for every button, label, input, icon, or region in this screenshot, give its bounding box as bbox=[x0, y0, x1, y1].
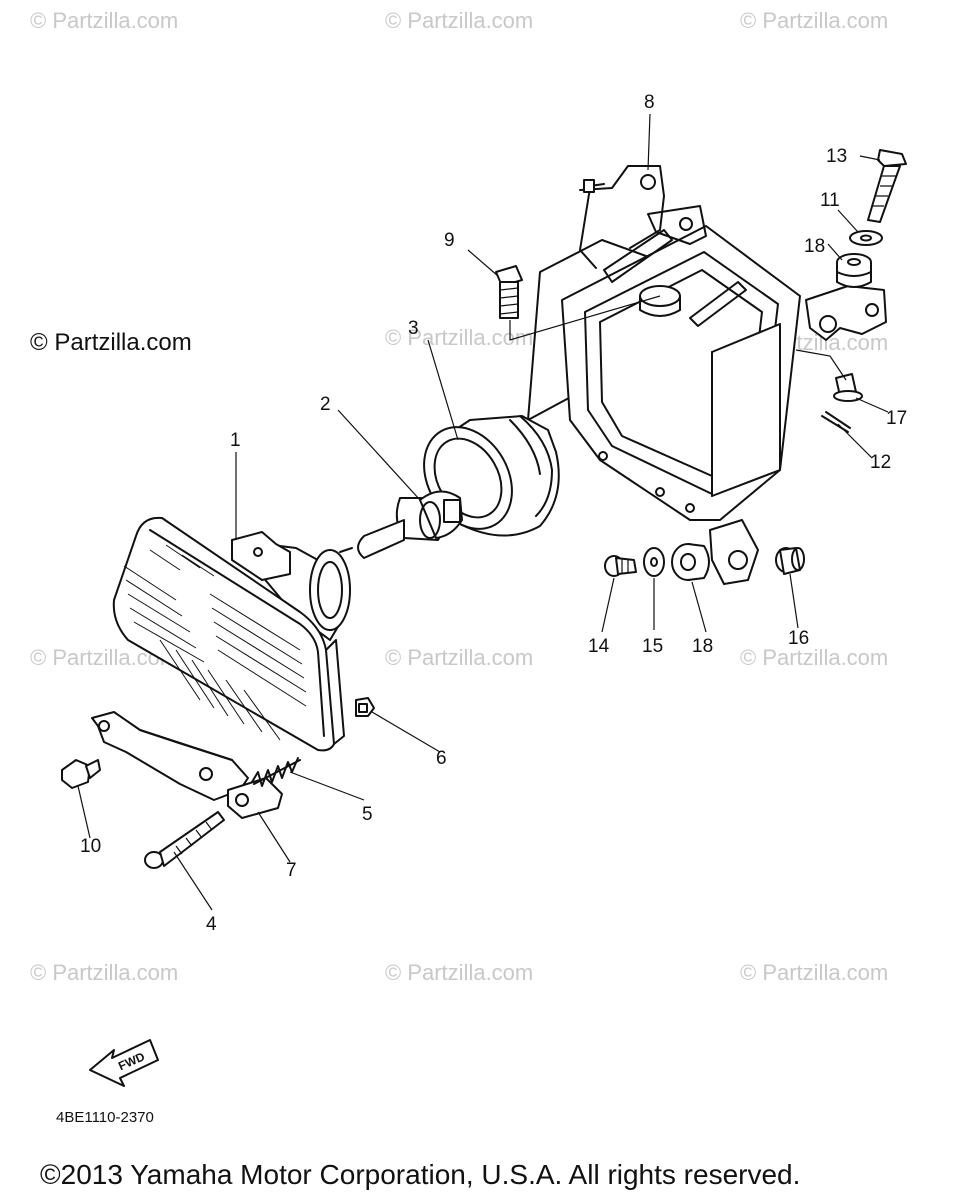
collar-16 bbox=[775, 547, 805, 575]
nut-6 bbox=[355, 697, 375, 717]
callout-7: 7 bbox=[286, 860, 297, 881]
grommet-18-bottom bbox=[671, 543, 710, 581]
washer-11 bbox=[849, 230, 883, 246]
callout-9: 9 bbox=[444, 230, 455, 251]
callout-5: 5 bbox=[362, 804, 373, 825]
bolt-10 bbox=[61, 759, 101, 789]
watermark: © Partzilla.com bbox=[30, 8, 178, 33]
callout-14: 14 bbox=[588, 636, 610, 657]
washer-15 bbox=[643, 547, 665, 577]
headlight-unit-1 bbox=[112, 516, 351, 752]
watermark: © Partzilla.com bbox=[30, 960, 178, 985]
callout-11: 11 bbox=[820, 190, 840, 211]
callout-4: 4 bbox=[206, 914, 217, 935]
callout-labels: 1 2 3 4 5 6 7 8 9 10 11 12 13 14 15 16 1… bbox=[80, 92, 907, 935]
callout-13: 13 bbox=[826, 146, 847, 167]
callout-1: 1 bbox=[230, 430, 241, 451]
callout-2: 2 bbox=[320, 394, 331, 415]
watermark: © Partzilla.com bbox=[385, 960, 533, 985]
callout-12: 12 bbox=[870, 452, 891, 473]
callout-3: 3 bbox=[408, 318, 419, 339]
callout-16: 16 bbox=[788, 628, 809, 649]
callout-10: 10 bbox=[80, 836, 101, 857]
lower-bracket bbox=[91, 711, 249, 801]
bulb-2 bbox=[339, 490, 463, 559]
callout-8: 8 bbox=[644, 92, 655, 113]
callout-15: 15 bbox=[642, 636, 663, 657]
pin-12 bbox=[821, 411, 851, 433]
watermark-large: © Partzilla.com bbox=[30, 329, 192, 356]
grommet-18-top bbox=[836, 253, 872, 288]
collar-17 bbox=[833, 373, 863, 402]
watermark: © Partzilla.com bbox=[740, 8, 888, 33]
watermark: © Partzilla.com bbox=[385, 645, 533, 670]
bolt-13 bbox=[867, 149, 907, 223]
watermark: © Partzilla.com bbox=[740, 960, 888, 985]
diagram-code: 4BE1110-2370 bbox=[56, 1109, 154, 1126]
screw-14 bbox=[604, 555, 637, 577]
copyright-notice: ©2013 Yamaha Motor Corporation, U.S.A. A… bbox=[40, 1159, 800, 1190]
screw-4 bbox=[144, 811, 225, 869]
bolt-9 bbox=[495, 265, 523, 319]
callout-17: 17 bbox=[886, 408, 907, 429]
fwd-arrow-icon: FWD bbox=[89, 1039, 159, 1087]
spring-5 bbox=[251, 757, 301, 787]
watermark: © Partzilla.com bbox=[385, 8, 533, 33]
callout-6: 6 bbox=[436, 748, 447, 769]
leader-lines bbox=[77, 113, 889, 911]
watermark: © Partzilla.com bbox=[385, 325, 533, 350]
headlight-bracket bbox=[527, 165, 887, 585]
watermark: © Partzilla.com bbox=[740, 645, 888, 670]
callout-18-bottom: 18 bbox=[692, 636, 713, 657]
callout-18-top: 18 bbox=[804, 236, 825, 257]
